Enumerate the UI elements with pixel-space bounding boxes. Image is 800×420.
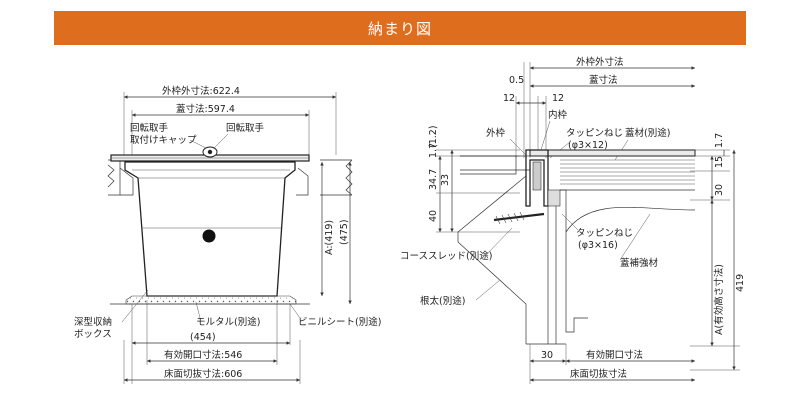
label-outer-frame: 外枠外寸法:622.4 (162, 85, 240, 97)
label-v-17a: 1.7 (428, 143, 439, 158)
label-v-419: 419 (735, 274, 746, 292)
label-dim-475: (475) (339, 219, 350, 245)
label-v-40: 40 (428, 210, 439, 222)
storage-box (124, 161, 296, 297)
label-coarse-thread: コーススレッド(別途) (400, 250, 492, 262)
label-joist: 根太(別途) (420, 295, 465, 307)
label-handle: 回転取手 (130, 122, 169, 134)
label-floor-cut: 床面切抜寸法:606 (164, 368, 242, 380)
drain-hole (202, 229, 216, 243)
title-banner: 納まり図 (54, 11, 746, 45)
label-vinyl: ビニルシート(別途) (298, 316, 381, 328)
label-dim-454: (454) (190, 332, 216, 343)
label-v-17b: 1.7 (714, 133, 725, 148)
page-title: 納まり図 (367, 19, 432, 38)
label-box-1: 深型収納 (74, 316, 112, 328)
label-a-height: A(有効高さ寸法) (713, 264, 725, 335)
label-reinforce: 蓋補強材 (620, 257, 659, 269)
label-outer: 外枠 (486, 127, 506, 139)
label-v-33: 33 (440, 174, 451, 186)
label-dim-a: A:(419) (324, 220, 335, 255)
label-v-30: 30 (714, 184, 725, 196)
label-v-12: (1.2) (428, 125, 439, 148)
label-r-opening: 有効開口寸法 (586, 349, 643, 361)
label-d12a: 12 (503, 93, 515, 104)
label-r-outer-frame: 外枠外寸法 (576, 56, 624, 68)
frame-section (525, 149, 549, 207)
label-d12b: 12 (552, 93, 564, 104)
label-tap-screw-1: タッピンねじ (566, 128, 623, 139)
label-tap-screw-1-size: (φ3×12) (568, 140, 608, 151)
label-r-lid-size: 蓋寸法 (589, 74, 618, 86)
label-lid-size: 蓋寸法:597.4 (176, 103, 235, 115)
lid-plate (529, 149, 696, 157)
label-v-15: 15 (714, 156, 725, 168)
label-lid-material: 蓋材(別途) (625, 127, 670, 139)
label-handle-right: 回転取手 (226, 122, 265, 134)
label-v-347: 34.7 (428, 169, 439, 190)
label-inner-frame: 内枠 (548, 109, 568, 121)
label-d05: 0.5 (509, 75, 524, 86)
screw (493, 212, 545, 222)
label-r-floor-cut: 床面切抜寸法 (570, 368, 627, 380)
left-section-drawing: 外枠外寸法:622.4 蓋寸法:597.4 (74, 85, 381, 384)
mortar-base (125, 295, 297, 305)
label-opening: 有効開口寸法:546 (164, 349, 242, 361)
right-section-drawing: 外枠外寸法 蓋寸法 0.5 12 12 内枠 外枠 タッピンねじ (φ3×12)… (400, 56, 746, 384)
label-tap-screw-2: タッピンねじ (576, 228, 633, 239)
label-h-30: 30 (541, 350, 553, 361)
label-box-2: ボックス (74, 329, 112, 340)
label-mortar: モルタル(別途) (196, 316, 260, 328)
label-tap-screw-2-size: (φ3×16) (578, 240, 618, 251)
label-handle-cap: 取付けキャップ (130, 135, 197, 146)
